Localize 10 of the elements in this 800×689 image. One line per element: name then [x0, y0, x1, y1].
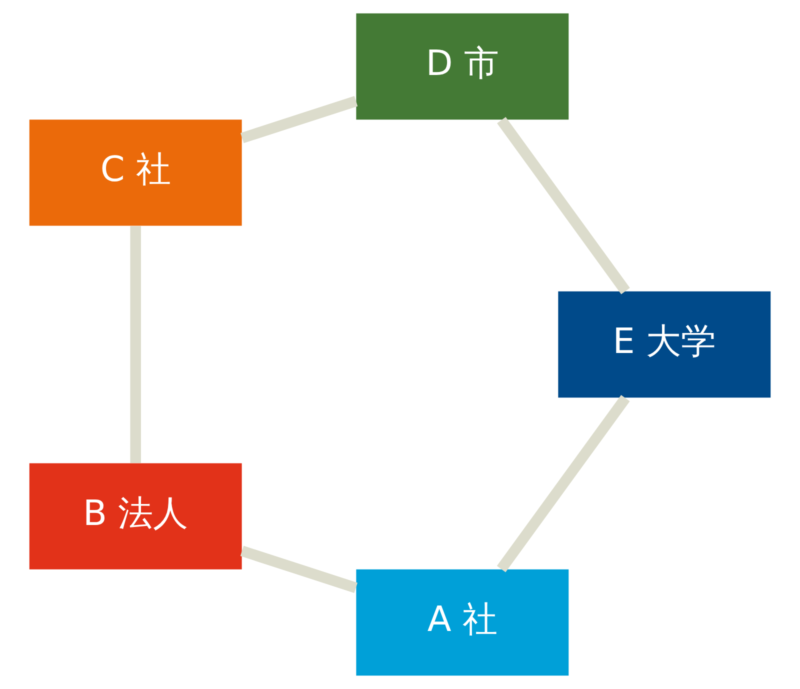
node-box: E 大学	[558, 291, 771, 398]
connector	[240, 546, 358, 593]
node-box: A 社	[356, 569, 569, 676]
connector	[240, 96, 358, 144]
connector	[497, 116, 630, 294]
node-box: D 市	[356, 13, 569, 120]
connector	[496, 394, 630, 572]
node-box: B 法人	[29, 463, 242, 570]
node-box: C 社	[29, 120, 242, 226]
connector	[130, 226, 141, 463]
